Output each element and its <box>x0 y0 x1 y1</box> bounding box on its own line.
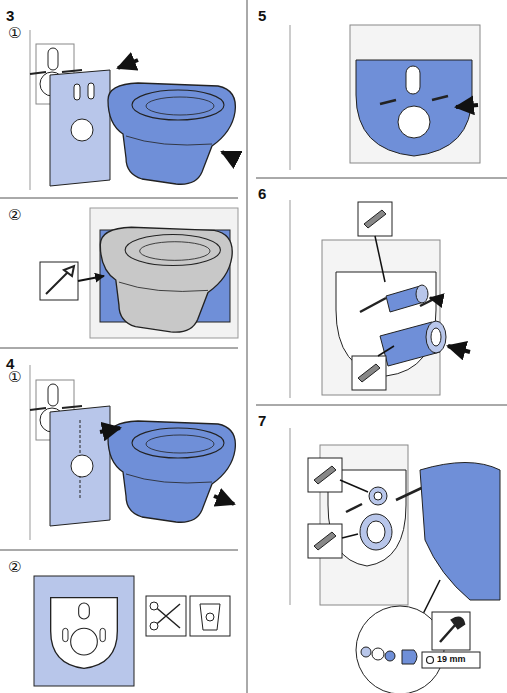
step-number: 7 <box>258 413 266 428</box>
step-number: 3 <box>6 8 14 23</box>
substep-number: ② <box>8 208 21 223</box>
step-number: 6 <box>258 186 266 201</box>
substep-number: ② <box>8 560 21 575</box>
substep-number: ① <box>8 26 21 41</box>
step-number: 4 <box>6 356 14 371</box>
step-number: 5 <box>258 8 266 23</box>
dimension-label: 19 mm <box>437 655 466 664</box>
substep-number: ① <box>8 370 21 385</box>
